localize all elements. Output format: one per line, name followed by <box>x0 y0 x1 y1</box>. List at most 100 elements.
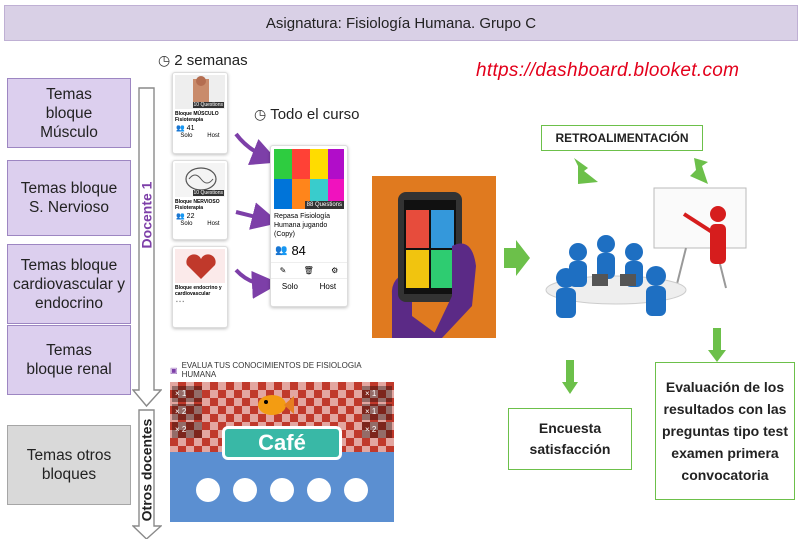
docente1-arrow <box>132 87 162 408</box>
question-badge: 10 Questions <box>192 190 224 196</box>
two-weeks: ◷ 2 semanas <box>158 52 248 69</box>
edit-icon[interactable]: ✎ <box>279 266 287 275</box>
players-icon: 👥 <box>176 125 185 132</box>
muscle-image-icon <box>193 76 209 105</box>
plate-icon <box>306 478 331 502</box>
whole-course-label: Todo el curso <box>270 106 360 123</box>
plays-count: 41 <box>186 125 195 132</box>
count-column-left: × 1 × 2 × 2 <box>172 386 202 438</box>
set-title: Bloque MÚSCULO Fisioterapia <box>175 111 219 123</box>
evaluation-label: Evaluación de los resultados con las pre… <box>661 379 788 483</box>
topic-label: Temas otros bloques <box>26 447 112 483</box>
feedback-arrow-right <box>690 158 708 184</box>
set-title: Bloque endocrino y cardiovascular <box>175 285 222 297</box>
set-meta: ▪ ▪ ▪ <box>176 299 185 305</box>
set-card-cardio[interactable]: Bloque endocrino y cardiovascular ▪ ▪ ▪ <box>172 246 228 328</box>
heart-image-icon <box>186 254 216 279</box>
flow-arrows <box>234 132 278 299</box>
docente1-label: Docente 1 <box>137 181 154 249</box>
feedback-arrow-left <box>574 158 598 184</box>
set-thumbnail <box>175 249 225 283</box>
count-item: × 2 <box>362 422 392 438</box>
plays-row: 👥 22 <box>173 211 227 221</box>
topic-others: Temas otros bloques <box>7 425 131 505</box>
game-banner: ▣ EVALUA TUS CONOCIMIENTOS DE FISIOLOGIA… <box>170 360 394 380</box>
classroom-icon <box>545 187 747 318</box>
plate-icon <box>269 478 294 502</box>
feedback-label: RETROALIMENTACIÓN <box>555 131 689 145</box>
right-arrow <box>504 240 530 276</box>
puzzle-thumbnail: 88 Questions <box>274 149 344 209</box>
arrow-muscle <box>234 132 278 166</box>
phone-icon <box>391 192 476 338</box>
plays-row: 👥 41 <box>173 123 227 133</box>
puzzle-icon <box>274 149 344 209</box>
solo-button[interactable]: Solo <box>180 221 193 227</box>
topic-label: Temas bloque Músculo <box>40 85 98 141</box>
otros-label: Otros docentes <box>137 418 154 522</box>
set-card-nervous[interactable]: 10 Questions Bloque NERVIOSO Fisioterapi… <box>172 160 228 240</box>
plate-icon <box>196 478 221 502</box>
set-thumbnail: 10 Questions <box>175 75 225 109</box>
delete-icon[interactable]: 🗑 <box>303 266 314 275</box>
game-screen[interactable]: × 1 × 2 × 2 × 1 × 1 × 2 Café <box>170 382 394 522</box>
set-thumbnail: 10 Questions <box>175 163 225 197</box>
solo-button[interactable]: Solo <box>180 133 193 139</box>
host-button[interactable]: Host <box>207 133 220 139</box>
count-item: × 2 <box>172 404 202 420</box>
plays-count: 84 <box>291 243 306 258</box>
topic-label: Temas bloque cardiovascular y endocrino <box>13 256 125 312</box>
game-logo-icon: ▣ <box>170 365 178 375</box>
count-column-right: × 1 × 1 × 2 <box>362 386 392 438</box>
down-arrow-evaluation <box>708 328 726 362</box>
plays-count: 22 <box>186 213 195 220</box>
blooket-url[interactable]: https://dashboard.blooket.com <box>476 60 740 81</box>
feedback-arrows <box>574 158 708 184</box>
clock-icon: ◷ <box>158 52 171 68</box>
set-card-muscle[interactable]: 10 Questions Bloque MÚSCULO Fisioterapia… <box>172 72 228 154</box>
set-title: Bloque NERVIOSO Fisioterapia <box>175 199 220 211</box>
survey-label: Encuesta satisfacción <box>529 420 611 457</box>
two-weeks-label: 2 semanas <box>174 52 248 69</box>
topic-label: Temas bloque S. Nervioso <box>20 180 118 216</box>
count-item: × 1 <box>362 386 392 402</box>
question-badge: 10 Questions <box>192 102 224 108</box>
main-set-card[interactable]: 88 Questions Repasa Fisiología Humana ju… <box>270 145 348 307</box>
phone-illustration <box>372 176 496 338</box>
plays-row: 👥 84 <box>271 239 347 262</box>
settings-icon[interactable]: ⚙ <box>331 266 339 275</box>
players-icon: 👥 <box>176 213 185 220</box>
topic-nervous: Temas bloque S. Nervioso <box>7 160 131 236</box>
main-set-icons: ✎ 🗑 ⚙ <box>271 262 347 278</box>
food-plates <box>190 478 374 502</box>
evaluation-box: Evaluación de los resultados con las pre… <box>655 362 795 500</box>
fish-icon <box>254 390 294 420</box>
subject-title: Asignatura: Fisiología Humana. Grupo C <box>265 14 537 32</box>
count-item: × 1 <box>172 386 202 402</box>
survey-box: Encuesta satisfacción <box>508 408 632 470</box>
game-mode-title: Café <box>222 426 342 460</box>
down-arrow-survey <box>562 360 578 394</box>
arrow-cardio <box>234 268 278 299</box>
feedback-box: RETROALIMENTACIÓN <box>541 125 703 151</box>
otros-arrow <box>132 409 162 539</box>
question-badge: 88 Questions <box>304 201 344 209</box>
topic-label: Temas bloque renal <box>26 342 112 378</box>
topic-renal: Temas bloque renal <box>7 325 131 395</box>
game-banner-text: EVALUA TUS CONOCIMIENTOS DE FISIOLOGIA H… <box>181 361 362 379</box>
main-set-title: Repasa Fisiología Humana jugando (Copy) <box>274 213 331 238</box>
solo-button[interactable]: Solo <box>281 282 298 291</box>
count-item: × 1 <box>362 404 392 420</box>
count-item: × 2 <box>172 422 202 438</box>
topic-cardio: Temas bloque cardiovascular y endocrino <box>7 244 131 324</box>
plate-icon <box>343 478 368 502</box>
main-set-actions: Solo Host <box>271 278 347 294</box>
classroom-illustration <box>536 178 788 328</box>
players-icon: 👥 <box>275 245 288 256</box>
host-button[interactable]: Host <box>207 221 220 227</box>
host-button[interactable]: Host <box>319 282 337 291</box>
subject-header: Asignatura: Fisiología Humana. Grupo C <box>4 5 798 41</box>
whole-course: ◷ Todo el curso <box>254 106 359 123</box>
plate-icon <box>233 478 258 502</box>
timeline-arrows <box>132 87 162 539</box>
